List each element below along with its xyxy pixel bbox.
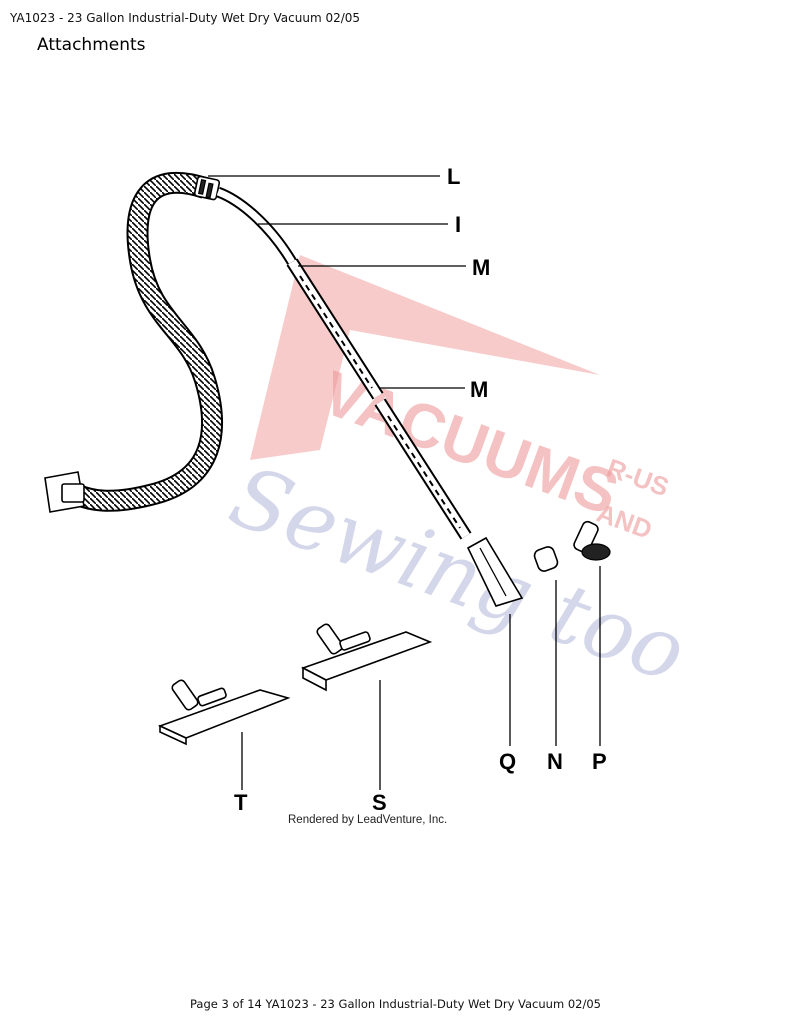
crevice-tool	[466, 536, 524, 607]
callout-P: P	[592, 749, 607, 774]
extension-wand-lower	[374, 398, 472, 540]
floor-tool-small	[157, 679, 291, 746]
callout-S: S	[372, 790, 387, 815]
callout-M-lower: M	[470, 377, 488, 402]
document-header: YA1023 - 23 Gallon Industrial-Duty Wet D…	[10, 11, 361, 25]
callout-Q: Q	[499, 749, 516, 774]
callout-L: L	[447, 164, 460, 189]
render-credit: Rendered by LeadVenture, Inc.	[288, 814, 447, 826]
callout-I: I	[455, 212, 461, 237]
extension-wand-upper	[286, 258, 384, 400]
callout-M-upper: M	[472, 255, 490, 280]
watermark-logo: VACUUMS R-US AND Sewing too	[218, 255, 699, 701]
section-title: Attachments	[37, 35, 146, 55]
adapter-fitting	[533, 546, 559, 572]
leader-lines	[208, 175, 601, 790]
vacuum-hose	[44, 171, 224, 513]
callout-T: T	[234, 790, 248, 815]
floor-tool-large	[300, 623, 433, 692]
curved-wand	[215, 186, 297, 265]
page-footer: Page 3 of 14 YA1023 - 23 Gallon Industri…	[190, 997, 601, 1011]
callout-N: N	[547, 749, 563, 774]
svg-text:AND: AND	[593, 497, 656, 544]
dusting-brush	[573, 520, 611, 561]
